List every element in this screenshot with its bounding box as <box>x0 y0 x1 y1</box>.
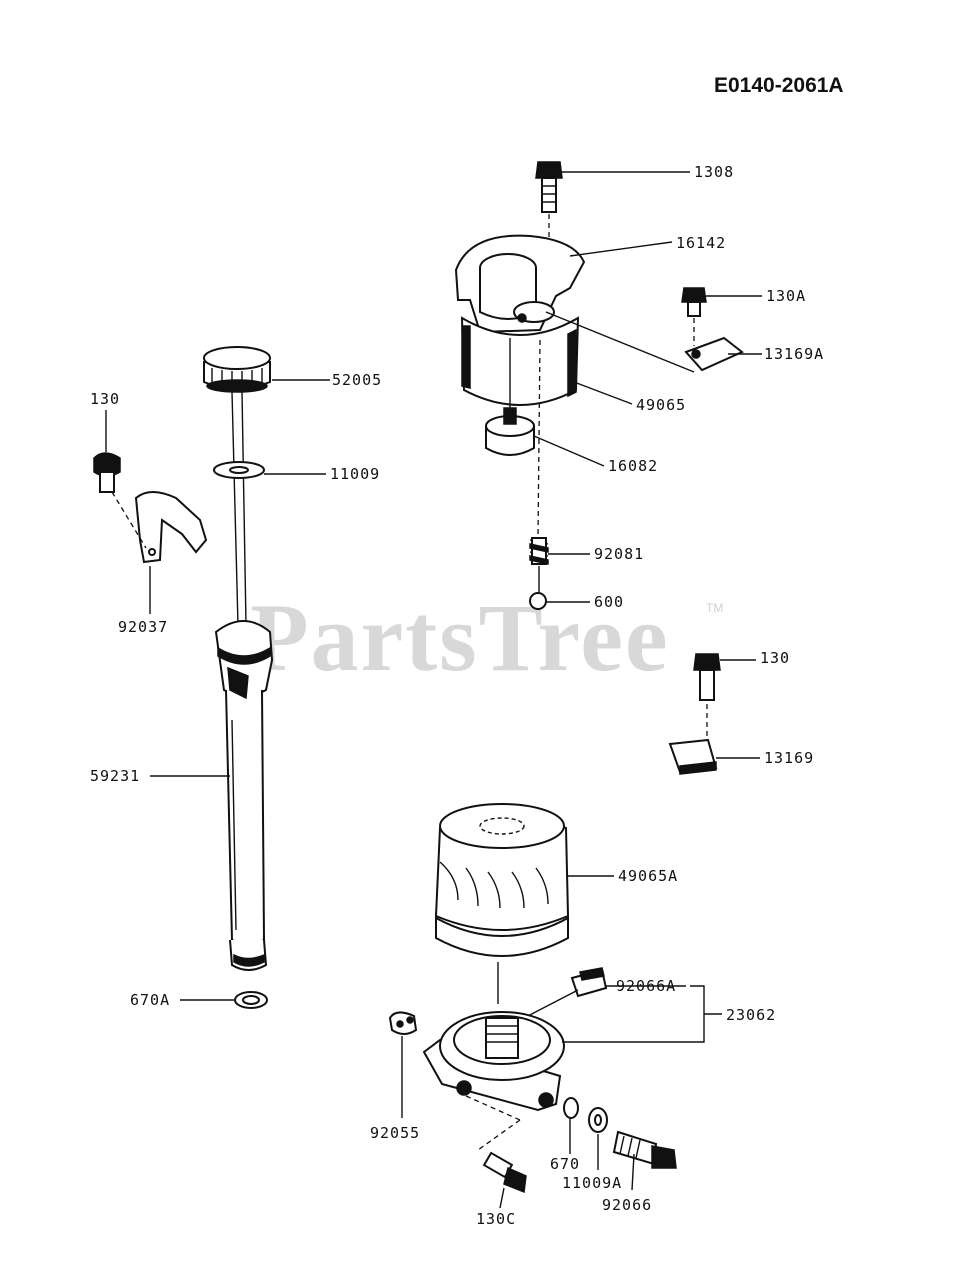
leader-lines <box>105 171 762 1209</box>
plate-13169[interactable] <box>668 738 718 775</box>
label-92055: 92055 <box>370 1124 420 1142</box>
gasket-92055[interactable] <box>388 1011 418 1035</box>
o-ring-11009[interactable] <box>213 461 265 479</box>
label-130-right: 130 <box>760 649 790 667</box>
label-130C: 130C <box>476 1210 516 1228</box>
bracket-92037[interactable] <box>134 491 208 564</box>
oil-filter-49065A[interactable] <box>434 803 570 957</box>
o-ring-670[interactable] <box>563 1097 579 1119</box>
valve-16082[interactable] <box>485 407 535 456</box>
label-130A: 130A <box>766 287 806 305</box>
bolt-1308[interactable] <box>535 161 563 213</box>
bolt-130C[interactable] <box>482 1151 527 1194</box>
shroud-49065[interactable] <box>460 316 580 406</box>
label-600: 600 <box>594 593 624 611</box>
diagram-code: E0140-2061A <box>714 74 844 97</box>
label-1308: 1308 <box>694 163 734 181</box>
label-23062: 23062 <box>726 1006 776 1024</box>
label-16082: 16082 <box>608 457 658 475</box>
spring-92081[interactable] <box>529 537 549 565</box>
washer-11009A[interactable] <box>588 1107 608 1133</box>
mount-23062[interactable] <box>422 1011 565 1112</box>
label-92066A: 92066A <box>616 977 676 995</box>
plate-13169A[interactable] <box>684 336 744 372</box>
label-49065A: 49065A <box>618 867 678 885</box>
watermark: PartsTree <box>250 584 670 691</box>
label-52005: 52005 <box>332 371 382 389</box>
nipple-92066A[interactable] <box>570 967 608 998</box>
o-ring-670A[interactable] <box>234 991 268 1009</box>
bolt-130A[interactable] <box>681 287 707 317</box>
label-92066: 92066 <box>602 1196 652 1214</box>
label-13169A: 13169A <box>764 345 824 363</box>
label-11009: 11009 <box>330 465 380 483</box>
bolt-92066[interactable] <box>612 1130 677 1169</box>
label-92037: 92037 <box>118 618 168 636</box>
bolt-130-left[interactable] <box>93 452 121 493</box>
ball-600[interactable] <box>529 592 547 610</box>
label-92081: 92081 <box>594 545 644 563</box>
label-13169: 13169 <box>764 749 814 767</box>
label-49065: 49065 <box>636 396 686 414</box>
cap-52005[interactable] <box>203 346 271 393</box>
label-670A: 670A <box>130 991 170 1009</box>
bolt-130-right[interactable] <box>693 653 721 701</box>
label-670: 670 <box>550 1155 580 1173</box>
label-11009A: 11009A <box>562 1174 622 1192</box>
bracket-16142[interactable] <box>454 234 586 334</box>
label-16142: 16142 <box>676 234 726 252</box>
tube-59231[interactable] <box>214 620 274 971</box>
trademark-mark: TM <box>706 601 723 615</box>
label-59231: 59231 <box>90 767 140 785</box>
dipstick-rod <box>231 391 247 626</box>
label-130-left: 130 <box>90 390 120 408</box>
